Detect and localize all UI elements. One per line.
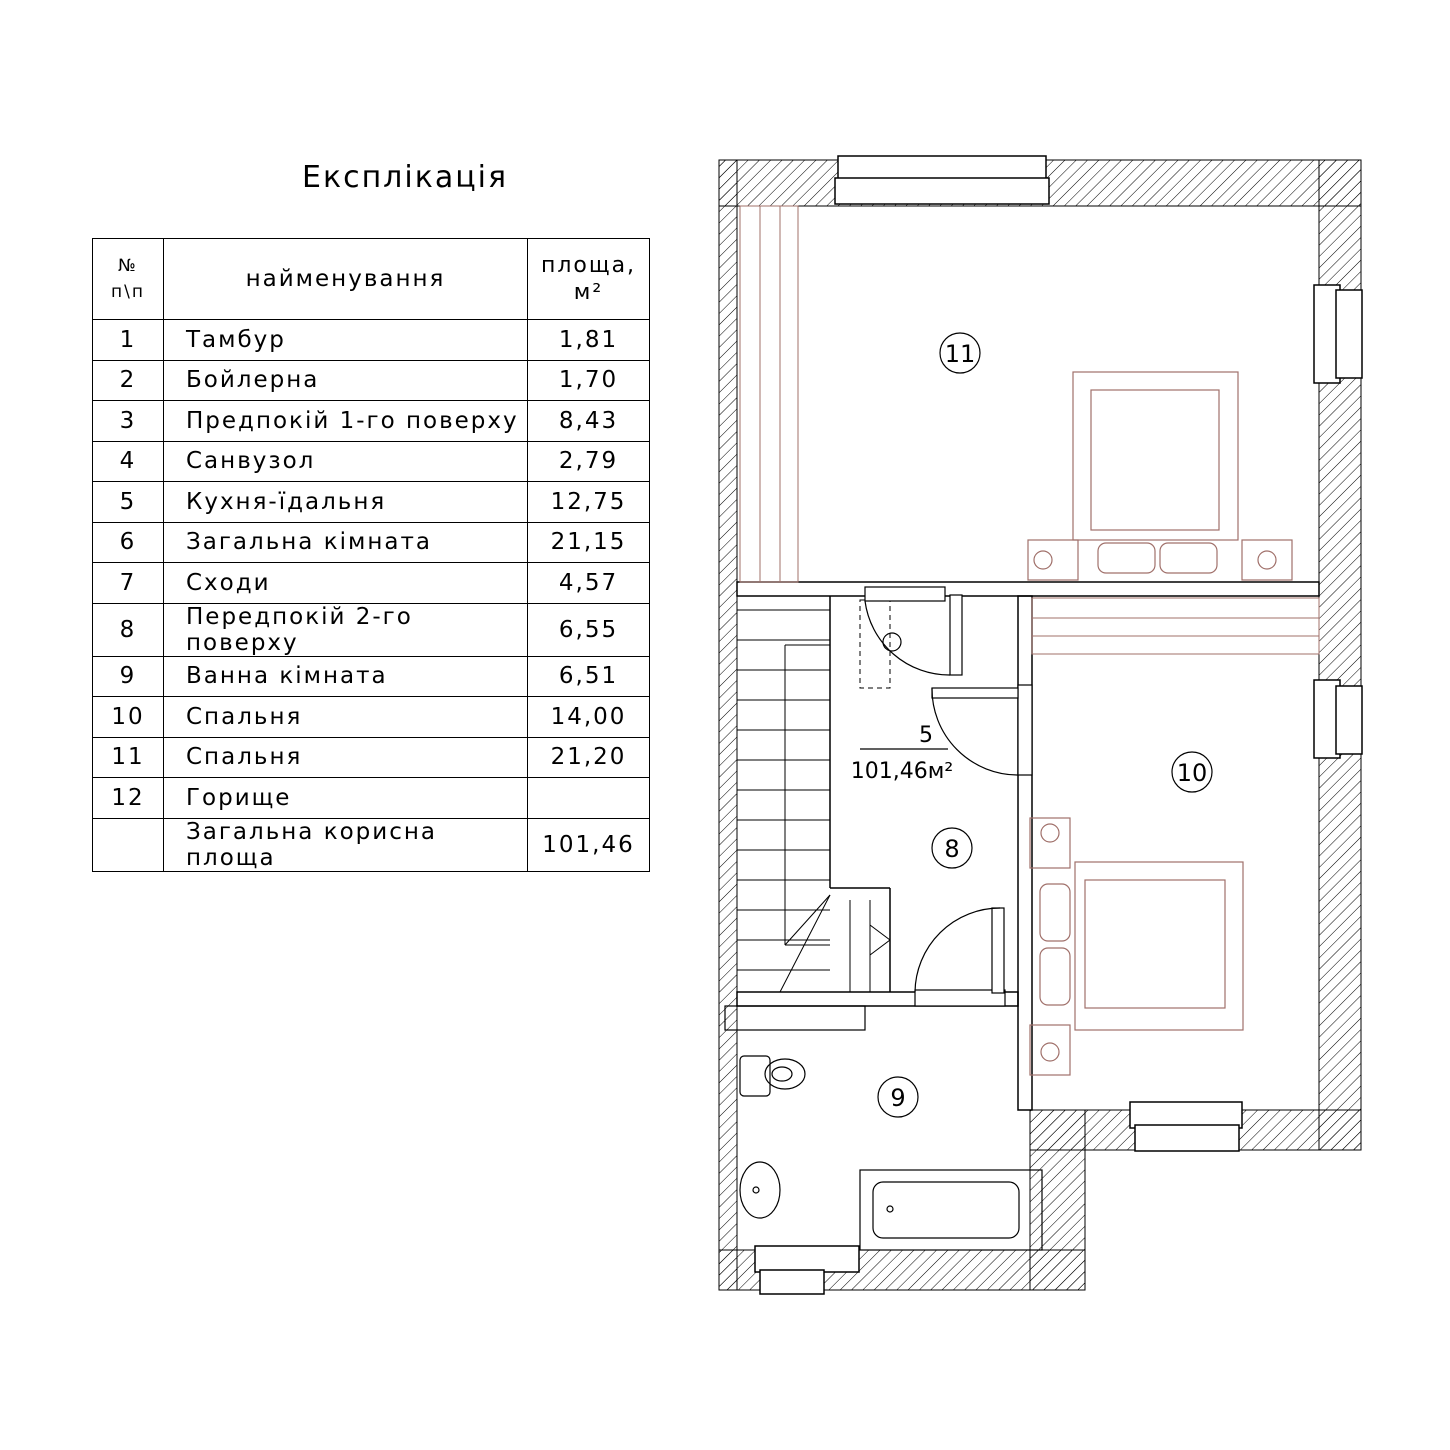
row-area: 6,55 — [527, 602, 650, 657]
row-number: 8 — [92, 602, 164, 657]
doors — [864, 586, 1033, 1007]
row-name: Предпокій 1-го поверху — [163, 400, 528, 442]
row-name: Спальня — [163, 736, 528, 778]
attic-strips — [739, 205, 1320, 655]
row-area: 14,00 — [527, 696, 650, 738]
header-number-line2: п\п — [111, 282, 145, 302]
row-area: 4,57 — [527, 562, 650, 604]
header-area: площа, м² — [527, 238, 650, 320]
header-number-line1: № — [118, 256, 138, 276]
svg-text:10: 10 — [1177, 759, 1208, 787]
row-number: 11 — [92, 736, 164, 778]
row-name: Спальня — [163, 696, 528, 738]
row-area: 12,75 — [527, 481, 650, 523]
row-name: Ванна кімната — [163, 655, 528, 697]
row-area: 1,70 — [527, 359, 650, 401]
row-number: 7 — [92, 562, 164, 604]
row-name: Бойлерна — [163, 359, 528, 401]
row-name: Горище — [163, 777, 528, 819]
row-name: Загальна кімната — [163, 521, 528, 563]
row-number: 3 — [92, 400, 164, 442]
svg-text:8: 8 — [944, 835, 959, 863]
row-number — [92, 817, 164, 872]
table-header-row: № п\п найменування площа, м² — [92, 238, 650, 320]
interior-walls — [736, 581, 1320, 1111]
row-name: Передпокій 2-го поверху — [163, 602, 528, 657]
row-name: Загальна корисна площа — [163, 817, 528, 872]
row-number: 9 — [92, 655, 164, 697]
row-name: Санвузол — [163, 440, 528, 482]
room-label-8: 8 — [931, 827, 973, 869]
row-area: 2,79 — [527, 440, 650, 482]
row-area: 6,51 — [527, 655, 650, 697]
row-number: 2 — [92, 359, 164, 401]
stairs — [737, 599, 891, 993]
room-label-9: 9 — [877, 1076, 919, 1118]
svg-text:5: 5 — [919, 723, 933, 748]
row-name: Сходи — [163, 562, 528, 604]
svg-text:9: 9 — [890, 1084, 905, 1112]
windows — [754, 155, 1363, 1295]
row-number: 6 — [92, 521, 164, 563]
row-number: 1 — [92, 319, 164, 361]
row-area: 21,15 — [527, 521, 650, 563]
explication-title: Експлікація — [302, 160, 508, 195]
row-number: 10 — [92, 696, 164, 738]
row-area: 21,20 — [527, 736, 650, 778]
header-number: № п\п — [92, 238, 164, 320]
row-number: 4 — [92, 440, 164, 482]
row-name: Тамбур — [163, 319, 528, 361]
row-area: 8,43 — [527, 400, 650, 442]
room-label-10: 10 — [1171, 751, 1213, 793]
bed-room-11 — [1027, 371, 1293, 581]
row-number: 5 — [92, 481, 164, 523]
row-number: 12 — [92, 777, 164, 819]
svg-text:101,46м²: 101,46м² — [851, 759, 953, 784]
row-name: Кухня-їдальня — [163, 481, 528, 523]
row-area — [527, 777, 650, 819]
area-summary-label: 5 101,46м² — [851, 723, 953, 784]
room-label-11: 11 — [939, 332, 981, 374]
exterior-walls — [718, 159, 1362, 1291]
svg-text:11: 11 — [945, 340, 976, 368]
header-area-line1: площа, — [540, 253, 637, 278]
bathroom-fixtures — [724, 1005, 1043, 1251]
row-area: 1,81 — [527, 319, 650, 361]
header-area-line2: м² — [573, 280, 604, 305]
row-area: 101,46 — [527, 817, 650, 872]
header-name: найменування — [163, 238, 528, 320]
floor-plan: 11 10 8 9 5 101,46м² — [718, 155, 1363, 1295]
bed-room-10 — [1029, 817, 1244, 1076]
